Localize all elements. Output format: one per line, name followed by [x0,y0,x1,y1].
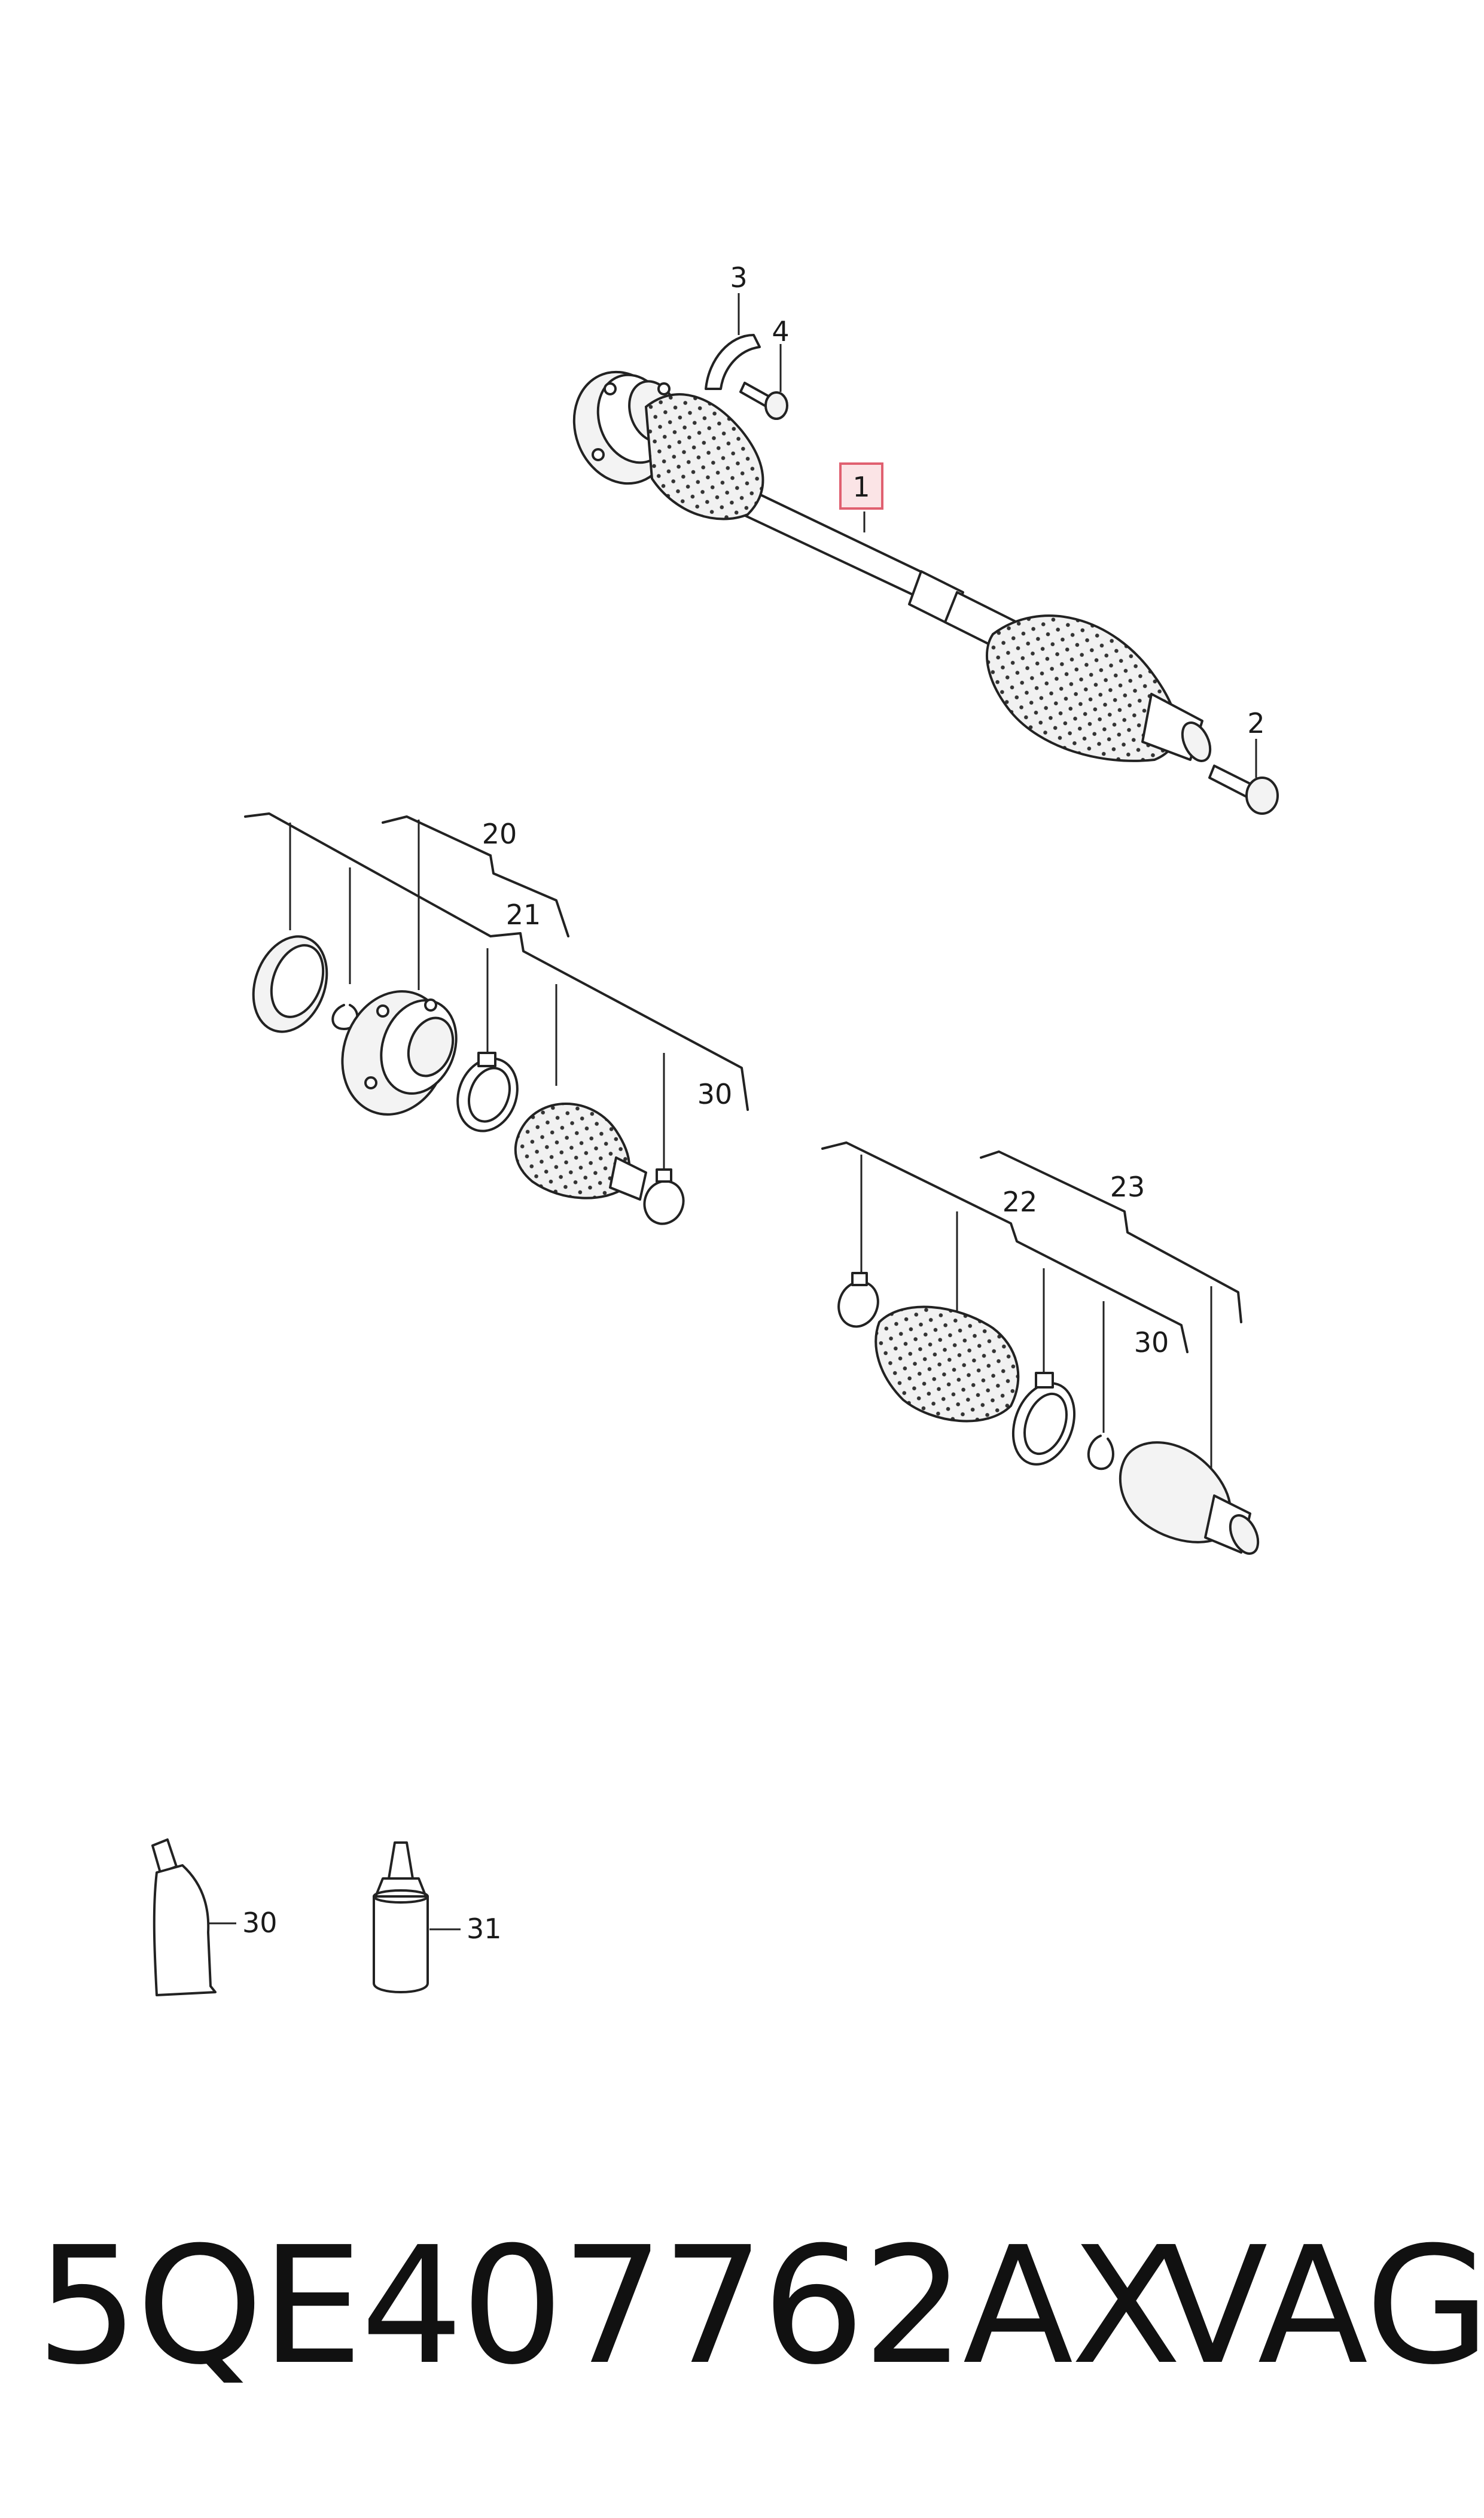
callout-31[interactable]: 31 [467,1913,502,1945]
part-number-text: 5QE407762AX [36,2212,1181,2400]
brand-text: VAG [1157,2212,1484,2400]
callout-3[interactable]: 3 [730,261,747,294]
grease-tube [151,1838,236,1996]
outer-joint-kit-brackets [821,1141,1242,1478]
sealant-bottle [373,1841,461,1993]
callout-1-highlight [839,462,883,510]
callout-23[interactable]: 23 [1110,1171,1145,1203]
lock-plate [705,293,761,390]
outer-joint-kit-parts [837,1272,1260,1555]
callout-22[interactable]: 22 [1002,1186,1038,1218]
callout-30-grease[interactable]: 30 [242,1907,278,1939]
callout-21[interactable]: 21 [506,899,541,931]
drive-shaft-assembly [572,370,1212,762]
inner-joint-kit-brackets [244,812,749,1170]
inner-joint-kit-parts [252,935,685,1225]
callout-30-kit-outer[interactable]: 30 [1134,1326,1169,1359]
callout-1[interactable]: 1 [852,471,870,503]
callout-2[interactable]: 2 [1247,707,1264,739]
callout-30-kit-inner[interactable]: 30 [697,1078,733,1110]
bolt-large [1208,739,1279,815]
callout-4[interactable]: 4 [772,315,789,348]
callout-20[interactable]: 20 [482,818,517,850]
bolt-small [739,344,788,420]
